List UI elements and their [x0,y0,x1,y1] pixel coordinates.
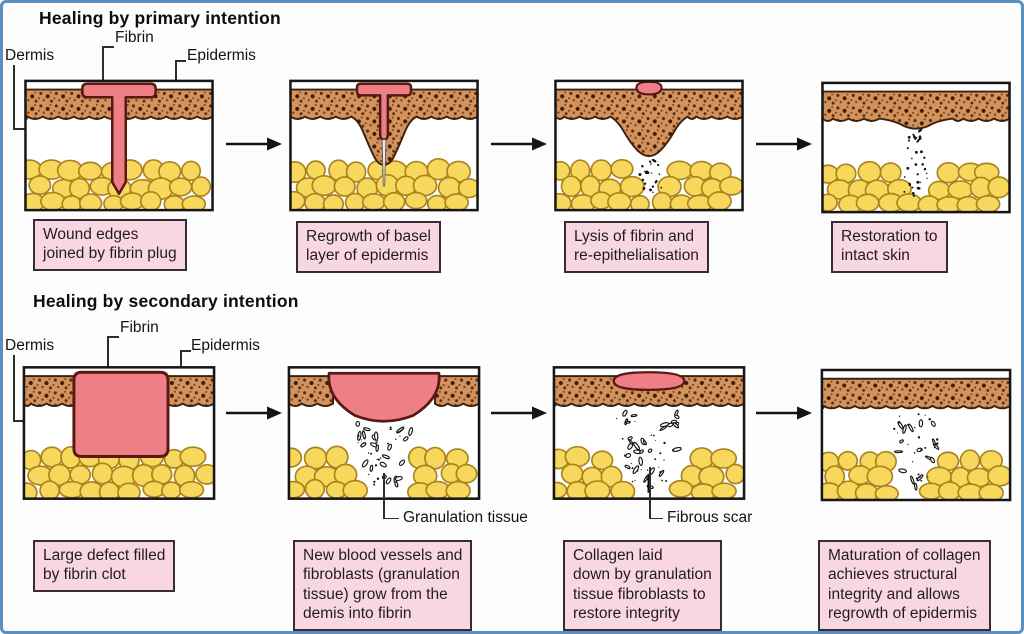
pointer-line-epidermis-secondary [180,350,182,379]
panel-primary-1-illustration [24,79,214,212]
pointer-line-epidermis-primary [175,60,177,93]
arrow-icon [756,137,812,151]
fibrous-scar-label: Fibrous scar [667,509,753,526]
primary-intention-title: Healing by primary intention [39,8,281,28]
pointer-line-fibrin-secondary-tick [107,336,119,338]
pointer-line-fibrous-scar-tick [649,517,663,519]
dermis-label-primary: Dermis [5,47,55,64]
caption-box: New blood vessels and fibroblasts (granu… [293,540,473,631]
caption-box: Maturation of collagen achieves structur… [818,540,991,631]
fibrin-label-secondary: Fibrin [120,319,159,336]
panel-primary-4-illustration [821,81,1011,214]
panel-primary-3-illustration [554,79,744,212]
arrow-icon [226,137,282,151]
panel-primary-2-illustration [289,79,479,212]
pointer-line-fibrin-primary [102,46,104,95]
secondary-intention-title: Healing by secondary intention [33,291,299,311]
pointer-line-granulation-tick [383,517,399,519]
pointer-line-granulation [383,473,385,519]
granulation-tissue-label: Granulation tissue [403,509,528,526]
arrow-icon [756,406,812,420]
pointer-line-dermis-secondary [13,355,15,421]
dermis-label-secondary: Dermis [5,337,55,354]
pointer-line-fibrin-primary-tick [102,46,114,48]
pointer-line-epidermis-primary-tick [175,60,186,62]
epidermis-label-primary: Epidermis [187,47,256,64]
caption-box: Regrowth of basel layer of epidermis [296,221,441,273]
caption-box: Collagen laid down by granulation tissue… [563,540,722,631]
arrow-icon [491,137,547,151]
panel-secondary-4-illustration [820,368,1012,502]
pointer-line-fibrous-scar [649,467,651,519]
caption-box: Wound edges joined by fibrin plug [33,219,187,271]
pointer-line-epidermis-secondary-tick [180,350,191,352]
caption-box: Large defect filled by fibrin clot [33,540,176,592]
fibrin-label-primary: Fibrin [115,29,154,46]
caption-box: Lysis of fibrin and re-epithelialisation [564,221,709,273]
pointer-line-dermis-primary [13,65,15,129]
arrow-icon [491,406,547,420]
panel-secondary-1-illustration [22,366,216,500]
arrow-icon [226,406,282,420]
caption-box: Restoration to intact skin [831,221,948,273]
epidermis-label-secondary: Epidermis [191,337,260,354]
